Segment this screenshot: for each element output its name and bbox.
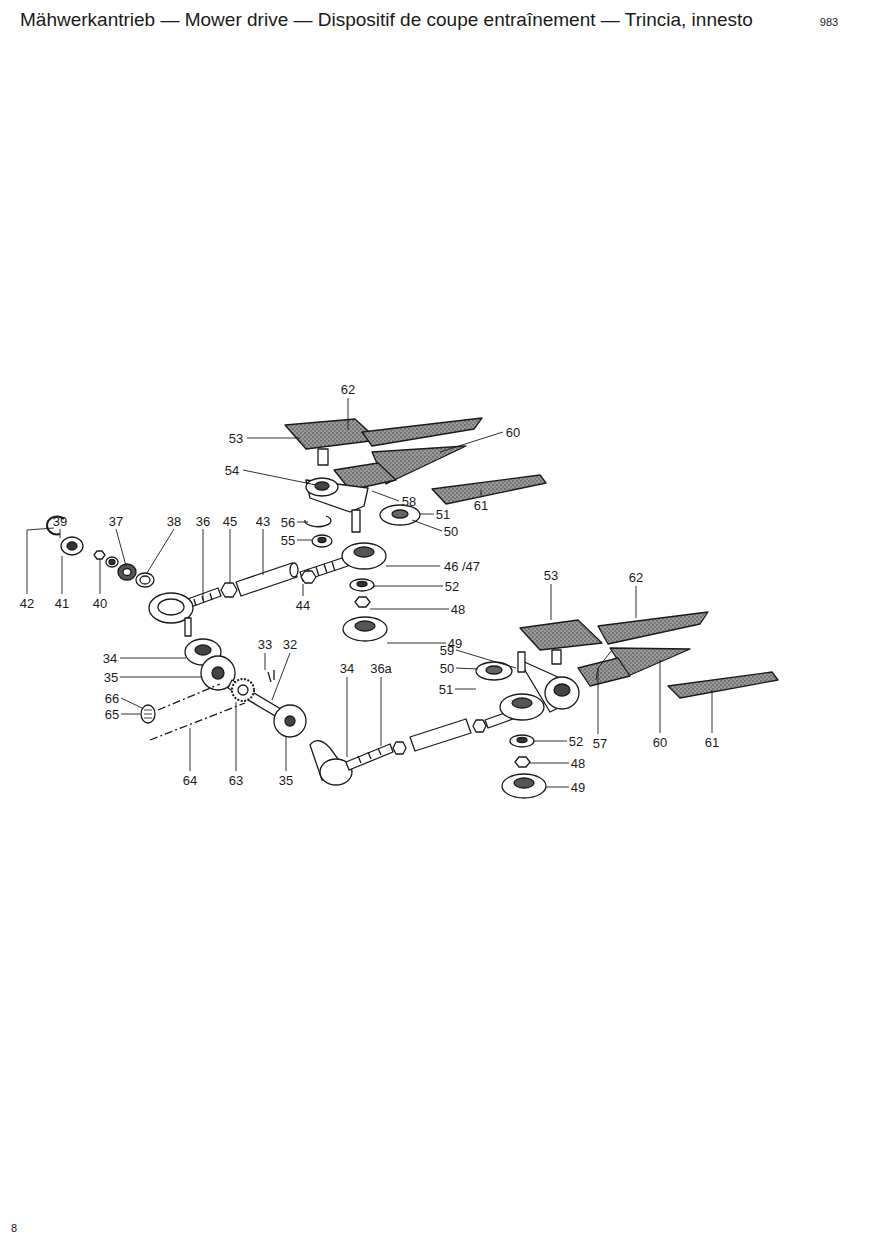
callout-number: 51 — [439, 683, 453, 696]
callout-number: 60 — [506, 426, 520, 439]
callout-number: 35 — [104, 671, 118, 684]
callout-number: 33 — [258, 638, 272, 651]
callout-number: 45 — [223, 515, 237, 528]
callout-number: 51 — [436, 508, 450, 521]
callout-number: 60 — [653, 736, 667, 749]
callout-number: 41 — [55, 597, 69, 610]
callout-number: 52 — [569, 735, 583, 748]
page-number: 8 — [11, 1223, 17, 1234]
callout-number: 61 — [474, 499, 488, 512]
callout-number: 36 — [196, 515, 210, 528]
callout-number: 40 — [93, 597, 107, 610]
callout-number: 34 — [340, 662, 354, 675]
callout-number: 32 — [283, 638, 297, 651]
callout-number: 38 — [167, 515, 181, 528]
page-number: 983 — [820, 17, 838, 28]
page-title: Mähwerkantrieb — Mower drive — Dispositi… — [20, 9, 810, 31]
callout-number: 52 — [445, 580, 459, 593]
callout-number: 50 — [440, 662, 454, 675]
callout-number: 53 — [229, 432, 243, 445]
callout-number: 59 — [440, 644, 454, 657]
callout-number: 50 — [444, 525, 458, 538]
callout-number: 37 — [109, 515, 123, 528]
callout-number: 53 — [544, 569, 558, 582]
callout-number: 63 — [229, 774, 243, 787]
callout-number: 57 — [593, 737, 607, 750]
callout-number: 35 — [279, 774, 293, 787]
callout-number: 42 — [20, 597, 34, 610]
callout-number: 62 — [629, 571, 643, 584]
callout-number: 49 — [571, 781, 585, 794]
callout-number: 34 — [103, 652, 117, 665]
callout-number: 58 — [402, 495, 416, 508]
callout-number: 43 — [256, 515, 270, 528]
callout-number: 56 — [281, 516, 295, 529]
callout-number: 61 — [705, 736, 719, 749]
callout-number: 55 — [281, 534, 295, 547]
callout-number: 66 — [105, 692, 119, 705]
callout-number: 48 — [571, 757, 585, 770]
callout-number: 62 — [341, 383, 355, 396]
callout-number: 36a — [370, 662, 392, 675]
callout-number: 39 — [53, 515, 67, 528]
callout-number: 65 — [105, 708, 119, 721]
callout-number: 64 — [183, 774, 197, 787]
callout-number: 48 — [451, 603, 465, 616]
callout-number: 54 — [225, 464, 239, 477]
callout-number: 46 /47 — [444, 560, 480, 573]
callout-number: 44 — [296, 599, 310, 612]
